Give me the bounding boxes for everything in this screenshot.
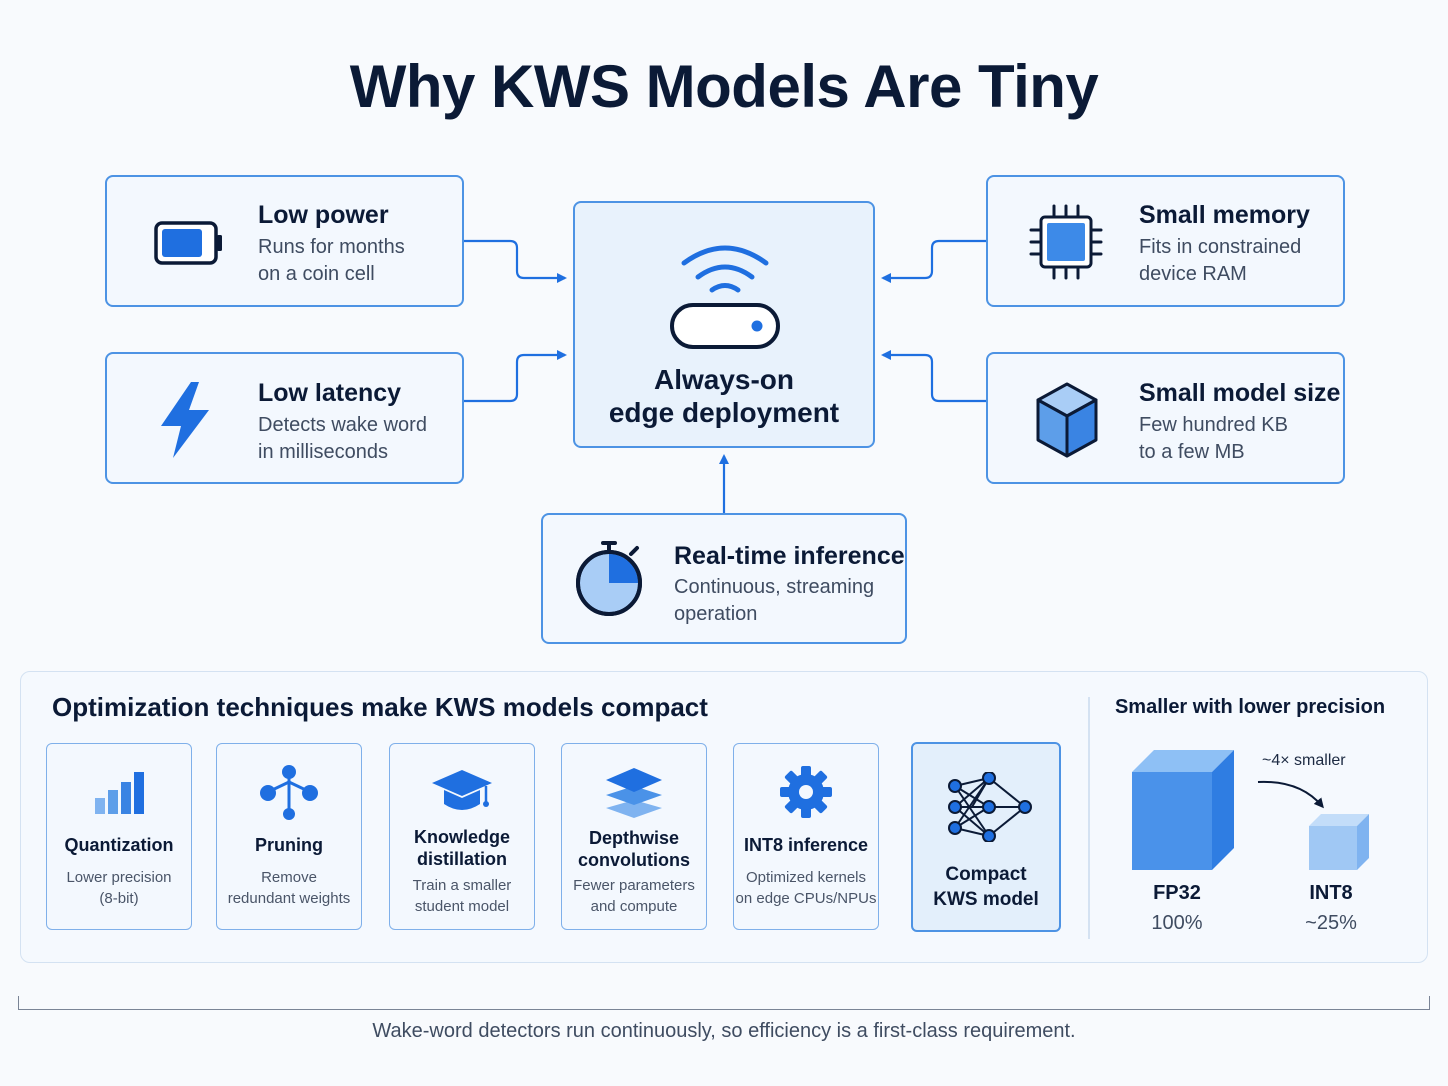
card-title: Low power [258, 201, 389, 229]
final-line1: Compact [945, 864, 1027, 885]
graduation-cap-icon [390, 766, 534, 816]
step-desc-line1: Remove [261, 869, 317, 886]
card-realtime-inference: Real-time inference Continuous, streamin… [541, 513, 907, 644]
bar-chart-icon [47, 770, 191, 816]
step-desc-line1: Fewer parameters [573, 877, 695, 894]
step-int8-inference: INT8 inference Optimized kernels on edge… [733, 743, 879, 930]
step-desc-line2: redundant weights [227, 890, 351, 907]
step-depthwise-convolutions: Depthwise convolutions Fewer parameters … [561, 743, 707, 930]
final-label: Compact KWS model [913, 862, 1059, 912]
step-desc-line1: Train a smaller [412, 877, 512, 894]
step-title-line1: Depthwise [588, 828, 680, 848]
arrow-small-model [881, 350, 986, 403]
step-title: Quantization [64, 835, 174, 855]
step-knowledge-distillation: Knowledge distillation Train a smaller s… [389, 743, 535, 930]
step-title-line2: convolutions [578, 850, 690, 870]
card-desc-line2: operation [674, 603, 758, 625]
card-small-memory: Small memory Fits in constrained device … [986, 175, 1345, 307]
chip-icon [1028, 203, 1104, 286]
step-desc-line2: (8-bit) [99, 890, 139, 907]
card-desc-line1: Few hundred KB [1139, 414, 1288, 436]
card-title: Low latency [258, 379, 402, 407]
card-desc-line2: to a few MB [1139, 441, 1245, 463]
panel-divider [1088, 697, 1090, 939]
card-desc-line2: device RAM [1139, 263, 1247, 285]
card-desc-line1: Runs for months [258, 236, 405, 258]
step-title-line2: distillation [417, 849, 507, 869]
neural-network-icon [947, 771, 1033, 847]
layers-icon [562, 764, 706, 820]
wireless-device-icon [668, 239, 782, 356]
arrow-low-power [464, 239, 567, 283]
step-desc-line1: Optimized kernels [745, 869, 867, 886]
battery-icon [153, 217, 225, 274]
fp32-label: FP32 [1153, 882, 1201, 904]
card-desc-line1: Continuous, streaming [674, 576, 875, 598]
step-quantization: Quantization Lower precision (8-bit) [46, 743, 192, 930]
page-title: Why KWS Models Are Tiny [349, 53, 1099, 120]
step-desc-line1: Lower precision [66, 869, 172, 886]
curved-arrow-icon [1257, 780, 1324, 809]
step-title: Pruning [255, 835, 323, 855]
fp32-cube-icon [1130, 748, 1240, 877]
fp32-value: 100% [1151, 912, 1203, 934]
card-desc-line1: Detects wake word [258, 414, 427, 436]
step-title-line1: Knowledge [413, 827, 510, 847]
int8-value: ~25% [1305, 912, 1357, 934]
center-line1: Always-on [653, 364, 795, 395]
arrow-low-latency [464, 350, 567, 403]
step-desc-line2: and compute [590, 898, 678, 915]
card-title: Small memory [1139, 201, 1310, 229]
card-low-power: Low power Runs for months on a coin cell [105, 175, 464, 307]
arrow-small-memory [881, 239, 986, 283]
compact-kws-model: Compact KWS model [911, 742, 1061, 932]
step-desc-line2: on edge CPUs/NPUs [735, 890, 877, 907]
step-title: INT8 inference [743, 835, 869, 855]
optimization-title: Optimization techniques make KWS models … [52, 692, 708, 722]
center-label: Always-on edge deployment [575, 363, 873, 429]
cube-icon [1032, 380, 1102, 465]
precision-title: Smaller with lower precision [1114, 696, 1386, 718]
step-pruning: Pruning Remove redundant weights [216, 743, 362, 930]
card-title: Small model size [1139, 379, 1341, 407]
int8-cube-icon [1307, 812, 1371, 877]
card-small-model-size: Small model size Few hundred KB to a few… [986, 352, 1345, 484]
int8-label: INT8 [1309, 882, 1353, 904]
lightning-icon [157, 380, 213, 465]
gear-icon [734, 764, 878, 820]
stopwatch-icon [571, 537, 647, 624]
center-line2: edge deployment [608, 397, 840, 428]
card-desc-line2: in milliseconds [258, 441, 389, 463]
footer-note: Wake-word detectors run continuously, so… [372, 1020, 1076, 1042]
size-reduction-note: ~4× smaller [1262, 752, 1346, 769]
footer-bracket [18, 996, 1430, 1010]
card-always-on-edge: Always-on edge deployment [573, 201, 875, 448]
card-low-latency: Low latency Detects wake word in millise… [105, 352, 464, 484]
card-desc-line2: on a coin cell [258, 263, 375, 285]
final-line2: KWS model [933, 889, 1039, 910]
card-title: Real-time inference [674, 542, 905, 570]
tree-nodes-icon [217, 762, 361, 824]
step-desc-line2: student model [414, 898, 510, 915]
card-desc-line1: Fits in constrained [1139, 236, 1302, 258]
